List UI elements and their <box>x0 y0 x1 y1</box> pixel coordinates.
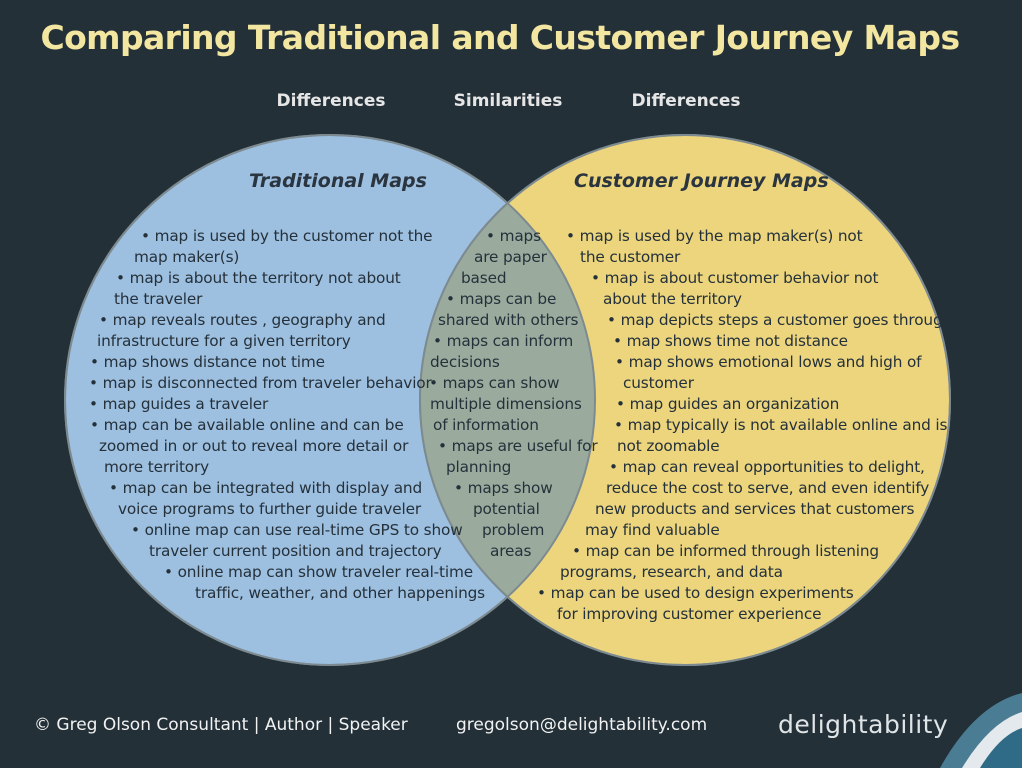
right-line: the customer <box>580 248 681 266</box>
middle-line: shared with others <box>438 311 579 329</box>
left-line: traffic, weather, and other happenings <box>195 584 486 602</box>
left-line: • map is used by the customer not the <box>141 227 433 245</box>
left-line: infrastructure for a given territory <box>97 332 351 350</box>
right-line: programs, research, and data <box>560 563 783 581</box>
corner-swoosh-icon <box>940 693 1022 768</box>
left-line: traveler current position and trajectory <box>149 542 442 560</box>
middle-line: multiple dimensions <box>430 395 582 413</box>
right-line: for improving customer experience <box>557 605 822 623</box>
page-title: Comparing Traditional and Customer Journ… <box>40 18 960 57</box>
right-line: • map can be informed through listening <box>572 542 879 560</box>
left-line: more territory <box>104 458 210 476</box>
left-line: • map reveals routes , geography and <box>99 311 386 329</box>
middle-line: • maps can inform <box>433 332 574 350</box>
left-line: • map guides a traveler <box>89 395 269 413</box>
left-line: voice programs to further guide traveler <box>118 500 422 518</box>
right-line: may find valuable <box>585 521 720 539</box>
middle-line: potential <box>473 500 540 518</box>
left-line: • online map can show traveler real-time <box>164 563 473 581</box>
right-line: not zoomable <box>617 437 720 455</box>
overlap-region <box>420 135 595 665</box>
right-line: • map is about customer behavior not <box>591 269 879 287</box>
middle-line: based <box>461 269 507 287</box>
similarities-header: Similarities <box>453 91 563 111</box>
middle-line: • maps <box>486 227 541 245</box>
right-line: • map is used by the map maker(s) not <box>566 227 863 245</box>
right-line: new products and services that customers <box>595 500 915 518</box>
left-differences-header: Differences <box>276 91 386 111</box>
right-line: • map shows time not distance <box>613 332 848 350</box>
left-line: • map shows distance not time <box>90 353 325 371</box>
middle-line: • maps show <box>454 479 553 497</box>
left-line: the traveler <box>114 290 203 308</box>
right-line: • map typically is not available online … <box>614 416 948 434</box>
left-line: • online map can use real-time GPS to sh… <box>131 521 463 539</box>
left-line: zoomed in or out to reveal more detail o… <box>99 437 409 455</box>
right-line: • map can reveal opportunities to deligh… <box>609 458 925 476</box>
middle-line: problem <box>482 521 545 539</box>
right-line: customer <box>623 374 694 392</box>
right-line: reduce the cost to serve, and even ident… <box>606 479 930 497</box>
middle-line: are paper <box>474 248 547 266</box>
middle-line: decisions <box>430 353 500 371</box>
right-line: about the territory <box>603 290 742 308</box>
footer-credit: © Greg Olson Consultant | Author | Speak… <box>34 715 408 735</box>
footer-email-link[interactable]: gregolson@delightability.com <box>456 715 708 735</box>
right-line: • map guides an organization <box>616 395 840 413</box>
right-line: • map can be used to design experiments <box>537 584 854 602</box>
middle-line: planning <box>446 458 512 476</box>
middle-line: of information <box>433 416 539 434</box>
left-line: • map can be integrated with display and <box>109 479 423 497</box>
journey-maps-title: Customer Journey Maps <box>574 170 829 192</box>
left-line: map maker(s) <box>134 248 240 266</box>
middle-line: • maps are useful for <box>438 437 598 455</box>
right-line: • map depicts steps a customer goes thro… <box>607 311 953 329</box>
left-line: • map is disconnected from traveler beha… <box>89 374 432 392</box>
right-line: • map shows emotional lows and high of <box>615 353 922 371</box>
middle-line: • maps can show <box>429 374 560 392</box>
left-line: • map is about the territory not about <box>116 269 401 287</box>
middle-line: areas <box>490 542 532 560</box>
middle-line: • maps can be <box>446 290 557 308</box>
right-differences-header: Differences <box>631 91 741 111</box>
traditional-maps-title: Traditional Maps <box>249 170 427 192</box>
delightability-logo: delightability <box>778 710 949 739</box>
left-line: • map can be available online and can be <box>90 416 404 434</box>
